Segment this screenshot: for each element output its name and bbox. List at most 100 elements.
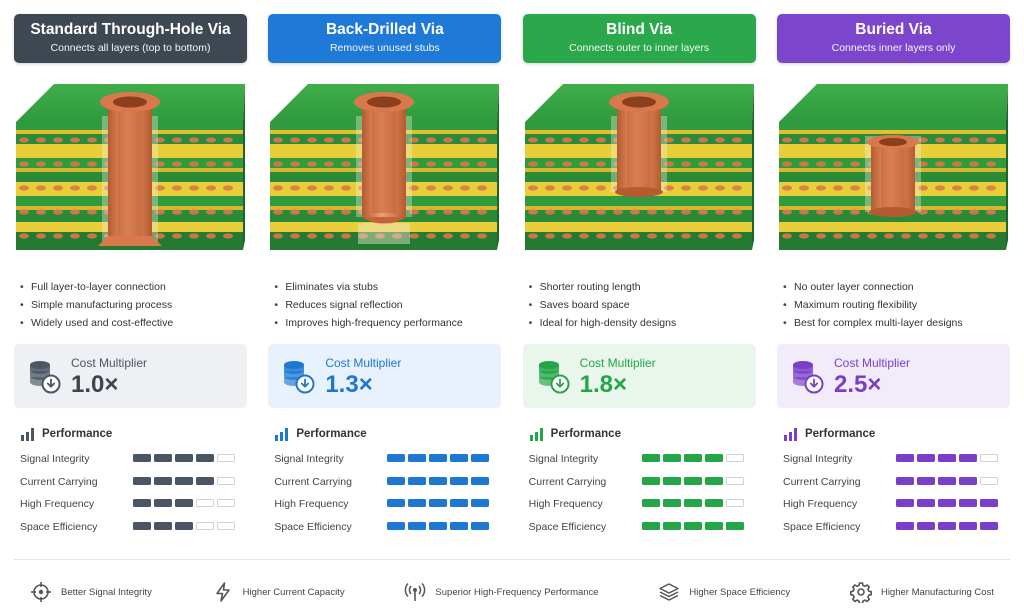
cost-label: Cost Multiplier bbox=[579, 356, 656, 370]
rating-segment-filled bbox=[916, 476, 935, 485]
rating-segment-filled bbox=[408, 521, 427, 530]
rating-segment-filled bbox=[154, 476, 172, 485]
rating-segment-empty bbox=[217, 499, 235, 507]
bar-chart-icon-bar bbox=[275, 435, 279, 441]
metric-name: Current Carrying bbox=[528, 475, 607, 488]
rating-segment-filled bbox=[958, 454, 977, 462]
layers-icon bbox=[659, 583, 680, 601]
rating-segment-filled bbox=[895, 521, 914, 530]
feature-list: No outer layer connection Maximum routin… bbox=[783, 278, 963, 332]
performance-label: Performance bbox=[42, 428, 113, 440]
metric-name: Current Carrying bbox=[20, 475, 98, 488]
rating-segment-filled bbox=[937, 499, 956, 507]
rating-segment-empty bbox=[217, 454, 235, 462]
rating-segment-filled bbox=[662, 521, 681, 530]
metric-row: High Frequency bbox=[20, 495, 242, 518]
rating-bar bbox=[895, 454, 1001, 462]
cost-value: 1.0× bbox=[71, 371, 119, 398]
feature-item: Eliminates via stubs bbox=[274, 278, 462, 296]
metric-name: High Frequency bbox=[782, 498, 858, 510]
performance-heading: Performance bbox=[783, 426, 875, 442]
rating-segment-filled bbox=[387, 499, 406, 507]
rating-segment-filled bbox=[450, 521, 469, 530]
metric-name: Signal Integrity bbox=[528, 453, 599, 465]
legend-label: Higher Space Efficiency bbox=[689, 586, 791, 598]
metric-row: High Frequency bbox=[529, 495, 751, 518]
rating-segment-filled bbox=[387, 476, 406, 485]
rating-segment-filled bbox=[133, 499, 151, 507]
coin-stack-icon bbox=[280, 358, 316, 394]
rating-segment-filled bbox=[408, 476, 427, 485]
rating-segment-filled bbox=[429, 521, 448, 530]
rating-bar bbox=[387, 476, 492, 485]
rating-segment-filled bbox=[683, 476, 702, 485]
metric-name: Space Efficiency bbox=[20, 520, 98, 533]
rating-segment-filled bbox=[704, 521, 723, 530]
metric-row: Space Efficiency bbox=[274, 518, 496, 541]
rating-segment-empty bbox=[196, 499, 214, 507]
rating-segment-filled bbox=[429, 454, 448, 462]
rating-segment-filled bbox=[196, 476, 214, 485]
rating-segment-filled bbox=[895, 499, 914, 507]
card-header: Blind Via Connects outer to inner layers bbox=[522, 14, 756, 63]
cost-value: 1.3× bbox=[325, 371, 373, 398]
gear-icon bbox=[849, 582, 872, 603]
rating-segment-empty bbox=[217, 476, 235, 485]
via-cross-section-illustration bbox=[777, 70, 1010, 275]
rating-segment-filled bbox=[662, 499, 681, 507]
bar-chart-icon-bar bbox=[788, 432, 792, 441]
feature-item: Reduces signal reflection bbox=[274, 296, 462, 314]
performance-label: Performance bbox=[804, 428, 876, 440]
lightning-icon bbox=[215, 582, 230, 602]
bar-chart-icon-bar bbox=[783, 435, 787, 441]
card-subtitle: Removes unused stubs bbox=[329, 42, 440, 54]
feature-item: Widely used and cost-effective bbox=[20, 314, 173, 332]
metric-name: High Frequency bbox=[274, 498, 349, 510]
cost-value: 1.8× bbox=[579, 371, 628, 398]
feature-item: Improves high-frequency performance bbox=[274, 314, 462, 332]
rating-segment-empty bbox=[979, 476, 998, 485]
rating-segment-filled bbox=[937, 454, 956, 462]
rating-segment-filled bbox=[979, 521, 998, 530]
rating-segment-filled bbox=[154, 454, 172, 462]
feature-item: Maximum routing flexibility bbox=[783, 296, 963, 314]
metric-row: Signal Integrity bbox=[274, 450, 496, 473]
metric-row: Signal Integrity bbox=[783, 450, 1005, 473]
rating-segment-filled bbox=[133, 476, 151, 485]
rating-segment-filled bbox=[979, 499, 998, 507]
card-header: Back-Drilled Via Removes unused stubs bbox=[268, 14, 502, 63]
rating-bar bbox=[133, 476, 238, 485]
bar-chart-icon-bar bbox=[285, 428, 289, 441]
legend-item: Better Signal Integrity bbox=[30, 581, 152, 603]
rating-segment-filled bbox=[916, 454, 935, 462]
via-cross-section-illustration bbox=[14, 70, 247, 275]
cost-label: Cost Multiplier bbox=[833, 356, 911, 370]
rating-segment-filled bbox=[958, 499, 977, 507]
card-header: Standard Through-Hole Via Connects all l… bbox=[14, 14, 247, 63]
coin-stack-icon bbox=[789, 358, 825, 394]
rating-segment-filled bbox=[408, 454, 427, 462]
metric-name: High Frequency bbox=[528, 498, 603, 510]
rating-segment-filled bbox=[471, 454, 490, 462]
performance-heading: Performance bbox=[20, 426, 112, 442]
card-subtitle: Connects outer to inner layers bbox=[569, 42, 710, 54]
rating-segment-filled bbox=[641, 454, 660, 462]
crosshair-icon bbox=[31, 582, 51, 602]
rating-segment-filled bbox=[937, 521, 956, 530]
metric-name: Space Efficiency bbox=[528, 520, 607, 533]
feature-list: Eliminates via stubs Reduces signal refl… bbox=[274, 278, 462, 332]
card-title: Buried Via bbox=[855, 21, 932, 38]
cost-multiplier-box: Cost Multiplier 1.8× bbox=[522, 344, 756, 408]
rating-bar bbox=[133, 499, 238, 507]
bar-chart-icon bbox=[529, 428, 543, 441]
metric-row: Space Efficiency bbox=[783, 518, 1005, 541]
performance-metrics: Signal Integrity Current Carrying High F… bbox=[529, 450, 751, 540]
feature-item: Saves board space bbox=[529, 296, 677, 314]
cost-label: Cost Multiplier bbox=[71, 356, 148, 370]
legend-item: Superior High-Frequency Performance bbox=[404, 581, 599, 603]
performance-label: Performance bbox=[296, 428, 367, 440]
metric-row: Space Efficiency bbox=[529, 518, 751, 541]
feature-item: Simple manufacturing process bbox=[20, 296, 173, 314]
rating-segment-filled bbox=[471, 521, 490, 530]
rating-segment-empty bbox=[725, 499, 744, 507]
